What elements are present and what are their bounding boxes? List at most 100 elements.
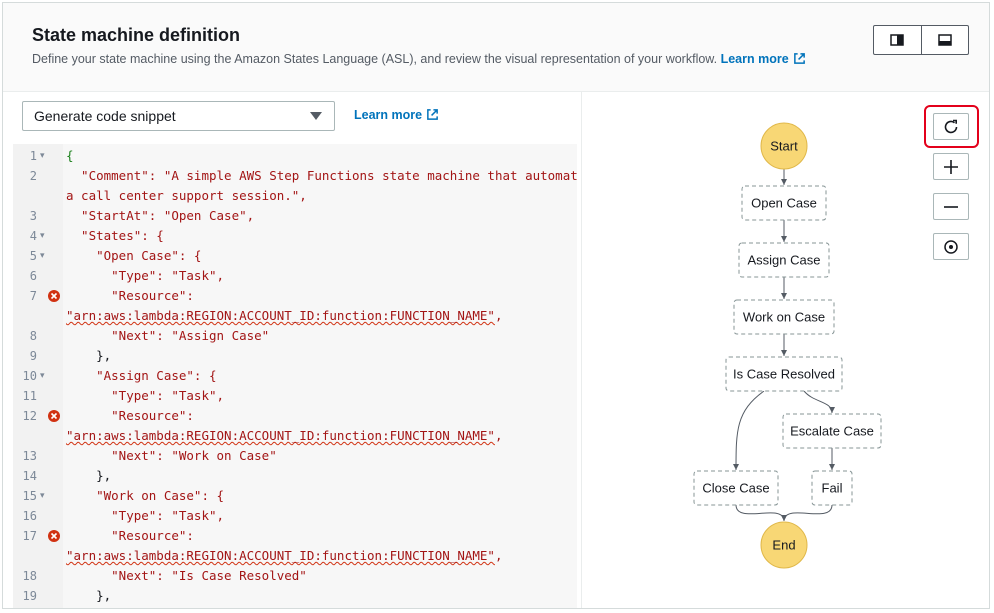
layout-toggle bbox=[873, 25, 969, 55]
error-icon[interactable] bbox=[48, 290, 60, 302]
graph-node-work[interactable]: Work on Case bbox=[733, 299, 835, 335]
error-icon[interactable] bbox=[48, 530, 60, 542]
code-line: 15▾ "Work on Case": { bbox=[13, 486, 577, 506]
code-text: "Next": "Work on Case" bbox=[66, 448, 277, 463]
code-text: "Work on Case": { bbox=[66, 488, 225, 503]
code-line: 9 }, bbox=[13, 346, 577, 366]
code-text: }, bbox=[66, 468, 112, 483]
target-icon bbox=[943, 239, 959, 255]
split-vertical-button[interactable] bbox=[874, 26, 921, 54]
plus-icon bbox=[943, 159, 959, 175]
graph-node-close[interactable]: Close Case bbox=[693, 470, 779, 506]
graph-node-open[interactable]: Open Case bbox=[741, 185, 827, 221]
graph-node-label: Close Case bbox=[702, 481, 769, 496]
fold-toggle-icon[interactable]: ▾ bbox=[40, 230, 45, 240]
code-text: "Open Case": { bbox=[66, 248, 202, 263]
refresh-graph-button[interactable] bbox=[933, 113, 969, 140]
highlight-box bbox=[924, 105, 979, 148]
fold-toggle-icon[interactable]: ▾ bbox=[40, 490, 45, 500]
code-line: "arn:aws:lambda:REGION:ACCOUNT_ID:functi… bbox=[13, 306, 577, 326]
code-line: 8 "Next": "Assign Case" bbox=[13, 326, 577, 346]
split-horizontal-icon bbox=[938, 34, 952, 46]
line-number: 15 bbox=[22, 489, 37, 503]
fold-toggle-icon[interactable]: ▾ bbox=[40, 150, 45, 160]
code-line: 19 }, bbox=[13, 586, 577, 606]
line-number: 19 bbox=[22, 589, 37, 603]
graph-edge bbox=[735, 504, 787, 522]
zoom-out-button[interactable] bbox=[933, 193, 969, 220]
graph-node-label: Escalate Case bbox=[790, 424, 874, 439]
graph-node-start[interactable]: Start bbox=[760, 122, 808, 170]
line-number: 16 bbox=[22, 509, 37, 523]
code-text: { bbox=[66, 148, 74, 163]
split-vertical-icon bbox=[890, 34, 904, 46]
code-text: "States": { bbox=[66, 228, 164, 243]
generate-snippet-dropdown[interactable]: Generate code snippet bbox=[22, 101, 335, 131]
code-line: "arn:aws:lambda:REGION:ACCOUNT_ID:functi… bbox=[13, 426, 577, 446]
refresh-icon bbox=[942, 118, 960, 136]
caret-down-icon bbox=[310, 112, 322, 120]
code-text: }, bbox=[66, 588, 112, 603]
graph-node-resolved[interactable]: Is Case Resolved bbox=[725, 356, 843, 392]
line-number: 9 bbox=[29, 349, 37, 363]
graph-node-escalate[interactable]: Escalate Case bbox=[782, 413, 882, 449]
external-link-icon bbox=[793, 53, 805, 64]
line-number: 8 bbox=[29, 329, 37, 343]
code-line: 6 "Type": "Task", bbox=[13, 266, 577, 286]
graph-edge bbox=[733, 390, 765, 471]
code-line: 11 "Type": "Task", bbox=[13, 386, 577, 406]
learn-more-link[interactable]: Learn more bbox=[721, 52, 806, 66]
fold-toggle-icon[interactable]: ▾ bbox=[40, 370, 45, 380]
snippet-learn-more-link[interactable]: Learn more bbox=[354, 108, 439, 122]
split-horizontal-button[interactable] bbox=[920, 26, 969, 54]
graph-node-label: Start bbox=[770, 139, 798, 154]
code-text: "Type": "Task", bbox=[66, 268, 225, 283]
code-text: "Next": "Is Case Resolved" bbox=[66, 568, 307, 583]
center-graph-button[interactable] bbox=[933, 233, 969, 260]
code-text: a call center support session.", bbox=[66, 188, 307, 203]
graph-node-fail[interactable]: Fail bbox=[811, 470, 853, 506]
code-line: 18 "Next": "Is Case Resolved" bbox=[13, 566, 577, 586]
line-number: 3 bbox=[29, 209, 37, 223]
graph-edge bbox=[781, 504, 833, 522]
code-line: 14 }, bbox=[13, 466, 577, 486]
code-line: 3 "StartAt": "Open Case", bbox=[13, 206, 577, 226]
panel-title: State machine definition bbox=[32, 25, 241, 45]
line-number: 13 bbox=[22, 449, 37, 463]
line-number: 2 bbox=[29, 169, 37, 183]
external-link-icon bbox=[427, 109, 438, 120]
learn-more-label: Learn more bbox=[720, 52, 789, 66]
pane-divider[interactable] bbox=[581, 91, 582, 608]
code-text: "Comment": "A simple AWS Step Functions … bbox=[66, 168, 577, 183]
line-number: 10 bbox=[22, 369, 37, 383]
fold-toggle-icon[interactable]: ▾ bbox=[40, 250, 45, 260]
line-number: 6 bbox=[29, 269, 37, 283]
code-text: "Assign Case": { bbox=[66, 368, 217, 383]
code-pane: Generate code snippet Learn more 1▾{2 "C… bbox=[3, 91, 581, 608]
panel-description: Define your state machine using the Amaz… bbox=[32, 52, 806, 66]
line-number: 17 bbox=[22, 529, 37, 543]
code-text: "Next": "Assign Case" bbox=[66, 328, 270, 343]
line-number: 12 bbox=[22, 409, 37, 423]
graph-node-assign[interactable]: Assign Case bbox=[738, 242, 830, 278]
error-icon[interactable] bbox=[48, 410, 60, 422]
code-line: "arn:aws:lambda:REGION:ACCOUNT_ID:functi… bbox=[13, 546, 577, 566]
code-line: 2 "Comment": "A simple AWS Step Function… bbox=[13, 166, 577, 186]
code-editor[interactable]: 1▾{2 "Comment": "A simple AWS Step Funct… bbox=[13, 144, 577, 608]
zoom-in-button[interactable] bbox=[933, 153, 969, 180]
code-text: "Resource": bbox=[66, 528, 194, 543]
code-line: 1▾ { bbox=[13, 146, 577, 166]
line-number: 1 bbox=[29, 149, 37, 163]
code-text: "StartAt": "Open Case", bbox=[66, 208, 255, 223]
line-number: 7 bbox=[29, 289, 37, 303]
graph-node-label: Open Case bbox=[751, 196, 817, 211]
code-text: "arn:aws:lambda:REGION:ACCOUNT_ID:functi… bbox=[66, 428, 503, 443]
graph-node-end[interactable]: End bbox=[760, 521, 808, 569]
code-line: 17 "Resource": bbox=[13, 526, 577, 546]
panel-header: State machine definition Define your sta… bbox=[3, 3, 989, 92]
line-number: 4 bbox=[29, 229, 37, 243]
code-text: "arn:aws:lambda:REGION:ACCOUNT_ID:functi… bbox=[66, 308, 503, 323]
